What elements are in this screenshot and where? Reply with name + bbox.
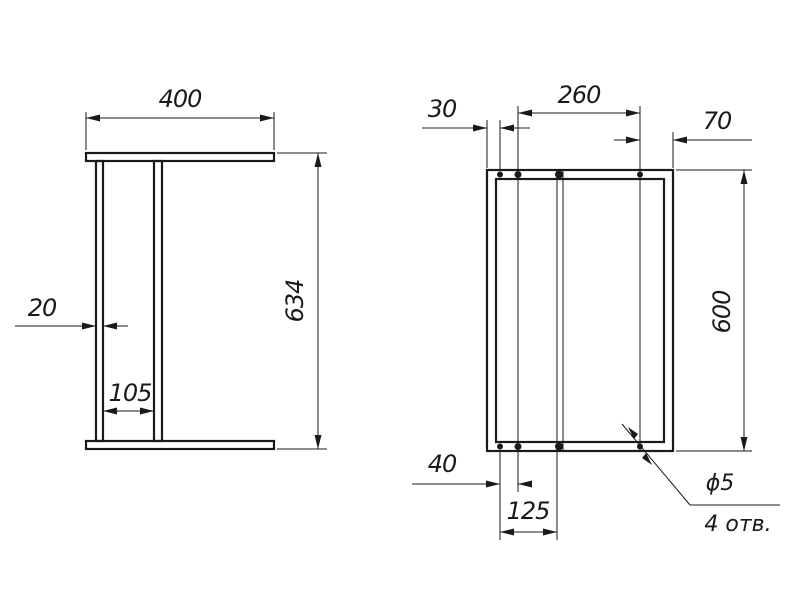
dimension-height-634: 634 <box>277 152 327 450</box>
hole-top-right <box>637 171 643 178</box>
dimension-offset-bottom-40: 40 <box>412 450 532 540</box>
dimension-thickness-20: 20 <box>15 294 128 330</box>
dimension-leg-spacing-105: 105 <box>103 379 154 415</box>
hole-bottom-mid <box>555 442 563 451</box>
hole-bottom-left-inner <box>497 443 503 450</box>
frame-height-label: 600 <box>708 290 736 334</box>
left-leg <box>94 159 105 443</box>
right-leg <box>152 159 164 443</box>
dimension-offset-right-70: 70 <box>614 107 752 168</box>
top-plate <box>84 151 276 163</box>
hole-bottom-right <box>637 443 643 450</box>
hole-callout: ϕ5 4 отв. <box>621 423 780 537</box>
width-label: 400 <box>159 85 203 113</box>
offset-right-label: 70 <box>703 107 732 135</box>
hole-diameter-label: ϕ5 <box>706 471 735 496</box>
hole-count-label: 4 отв. <box>704 512 771 537</box>
hole-bottom-left <box>514 443 522 450</box>
thickness-label: 20 <box>28 294 57 322</box>
hole-span-label: 260 <box>558 81 602 109</box>
offset-bottom-label: 40 <box>428 450 457 478</box>
hole-top-left-inner <box>497 171 503 178</box>
dimension-width-400: 400 <box>85 85 275 150</box>
leg-spacing-label: 105 <box>109 379 152 407</box>
bottom-plate <box>84 439 276 451</box>
dimension-bottom-span-125: 125 <box>500 451 558 540</box>
side-view: 400 634 20 105 <box>15 85 327 451</box>
dimension-height-600: 600 <box>676 169 752 452</box>
offset-left-label: 30 <box>428 95 457 123</box>
bottom-span-label: 125 <box>507 497 550 525</box>
hole-top-left <box>514 171 522 178</box>
dimension-offset-left-30: 30 <box>422 95 530 170</box>
dimension-hole-span-260: 260 <box>517 81 641 170</box>
hole-top-mid <box>555 170 563 179</box>
top-view: 30 260 70 600 <box>412 81 780 540</box>
height-label: 634 <box>281 280 309 323</box>
inner-frame <box>494 177 666 444</box>
outer-frame <box>485 168 675 453</box>
